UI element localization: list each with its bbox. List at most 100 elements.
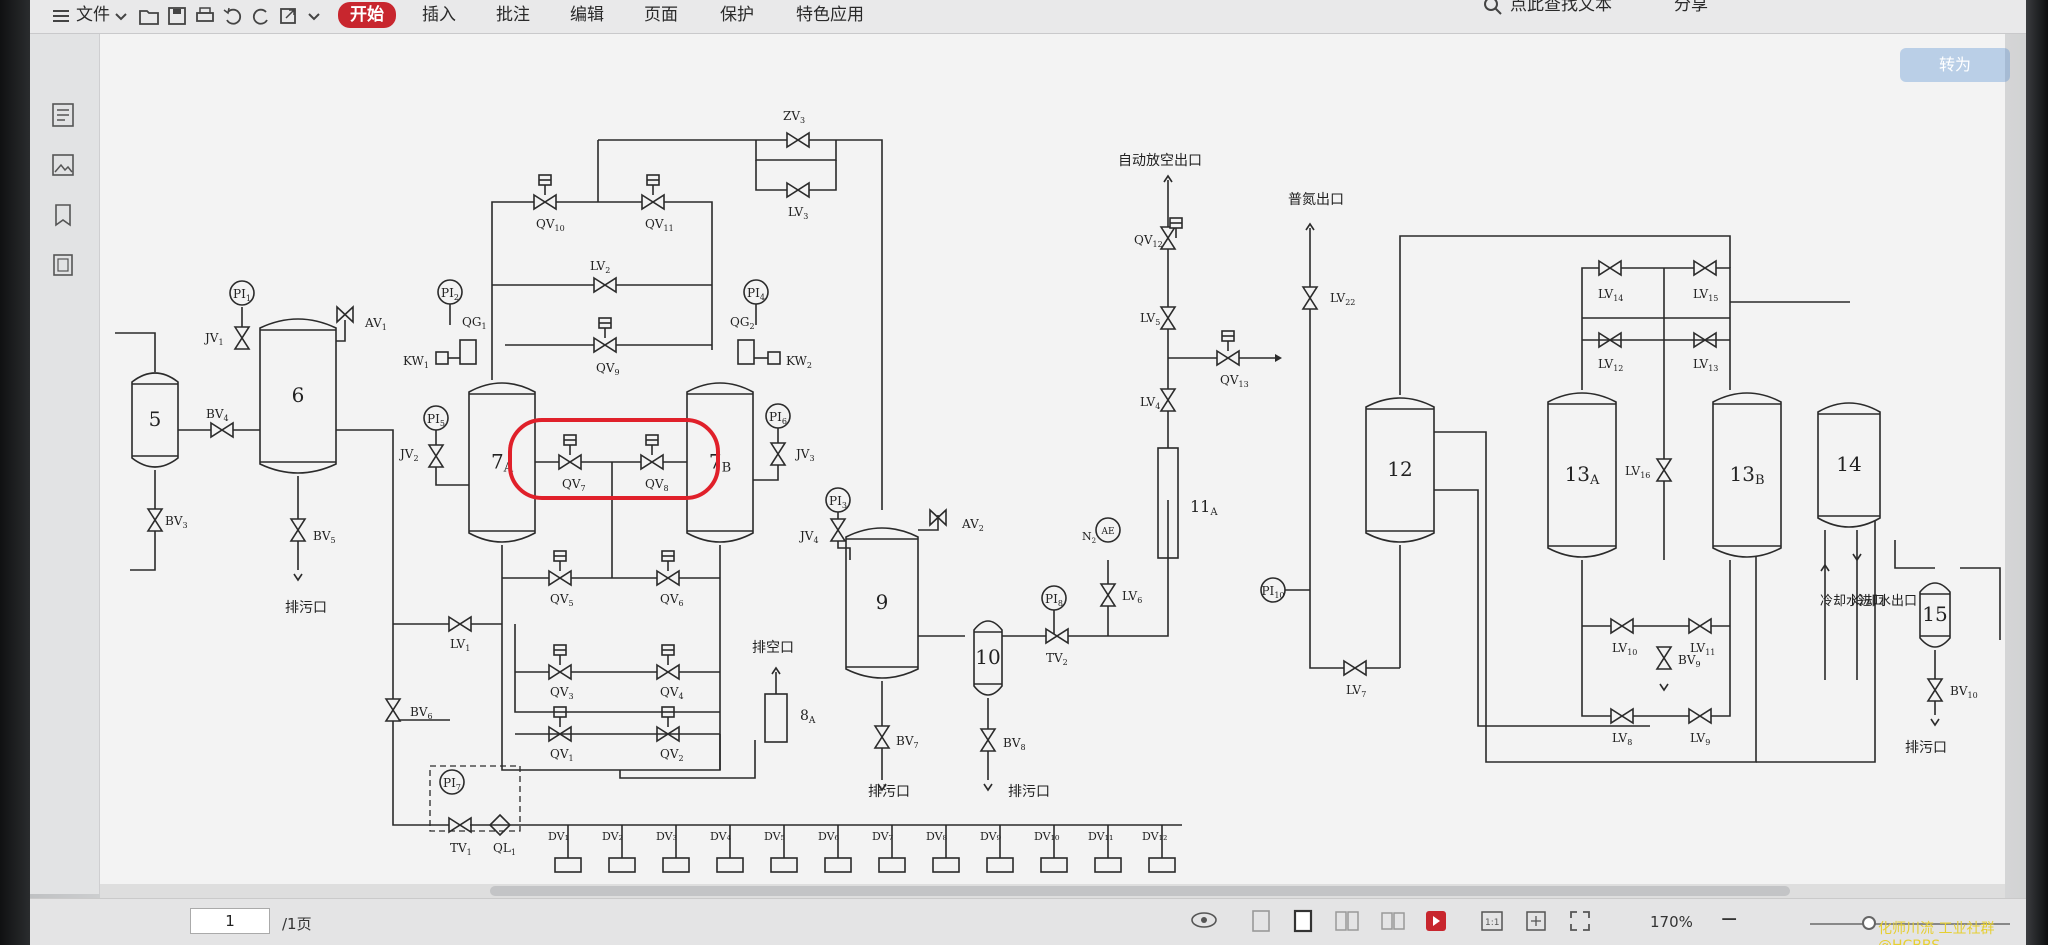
export-icon[interactable]	[278, 6, 300, 26]
valve-jv1[interactable]	[233, 326, 251, 350]
valve-bv7[interactable]	[873, 725, 891, 749]
valve-qv5[interactable]	[548, 569, 572, 587]
share-button[interactable]: 分享	[1674, 0, 1708, 15]
file-menu[interactable]: 文件	[76, 5, 110, 25]
valve-qv13[interactable]	[1216, 349, 1240, 367]
zoom-level[interactable]: 170%	[1650, 913, 1693, 931]
valve-lv11[interactable]	[1688, 617, 1712, 635]
open-folder-icon[interactable]	[138, 6, 160, 26]
drain-valve-dv8[interactable]	[932, 857, 960, 873]
drain-valve-dv10[interactable]	[1040, 857, 1068, 873]
tab-insert[interactable]: 插入	[422, 5, 456, 25]
page-number-input[interactable]: 1	[190, 908, 270, 934]
fit-width-icon[interactable]: 1:1	[1480, 909, 1504, 937]
valve-bv4[interactable]	[210, 421, 234, 439]
valve-qv12[interactable]	[1159, 226, 1177, 250]
page-view-icon[interactable]	[1292, 909, 1314, 937]
arrow-up-icon	[771, 666, 781, 675]
valve-lv3[interactable]	[786, 181, 810, 199]
valve-qv11[interactable]	[641, 193, 665, 211]
thumbnail-icon[interactable]	[50, 252, 76, 278]
valve-jv2[interactable]	[427, 444, 445, 468]
valve-qv3[interactable]	[548, 663, 572, 681]
valve-qv4[interactable]	[656, 663, 680, 681]
undo-icon[interactable]	[222, 6, 244, 26]
valve-lv4[interactable]	[1159, 388, 1177, 412]
drain-valve-dv6[interactable]	[824, 857, 852, 873]
drain-valve-dv5[interactable]	[770, 857, 798, 873]
valve-zv3[interactable]	[786, 131, 810, 149]
drain-valve-dv2[interactable]	[608, 857, 636, 873]
valve-lv22[interactable]	[1301, 286, 1319, 310]
valve-lv9[interactable]	[1688, 707, 1712, 725]
valve-lv8[interactable]	[1610, 707, 1634, 725]
more-dropdown-icon[interactable]	[306, 6, 328, 26]
valve-bv8[interactable]	[979, 728, 997, 752]
valve-bv5[interactable]	[289, 518, 307, 542]
valve-lv14[interactable]	[1598, 259, 1622, 277]
valve-lv16[interactable]	[1655, 458, 1673, 482]
valve-qv6[interactable]	[656, 569, 680, 587]
search-text[interactable]: 点此查找文本	[1510, 0, 1612, 15]
valve-lv5[interactable]	[1159, 306, 1177, 330]
drain-valve-dv12[interactable]	[1148, 857, 1176, 873]
redo-icon[interactable]	[250, 6, 272, 26]
tab-edit[interactable]: 编辑	[570, 5, 604, 25]
valve-bv9[interactable]	[1655, 646, 1673, 670]
single-page-icon[interactable]	[1250, 909, 1272, 937]
scrollbar-thumb[interactable]	[490, 886, 1790, 896]
safety-valve-av2[interactable]	[929, 508, 947, 527]
eye-icon[interactable]	[1190, 909, 1218, 935]
convert-button[interactable]: 转为	[1900, 48, 2010, 82]
valve-qv8-label: QV8	[645, 477, 669, 493]
zoom-out-icon[interactable]: −	[1720, 907, 1739, 932]
zoom-slider[interactable]	[1810, 923, 2010, 925]
valve-jv4[interactable]	[829, 518, 847, 542]
tab-annotate[interactable]: 批注	[496, 5, 530, 25]
valve-qv10[interactable]	[533, 193, 557, 211]
valve-qv7[interactable]	[558, 453, 582, 471]
valve-bv10[interactable]	[1926, 678, 1944, 702]
safety-valve-av1[interactable]	[336, 305, 354, 324]
valve-lv10[interactable]	[1610, 617, 1634, 635]
drain-valve-dv3[interactable]	[662, 857, 690, 873]
valve-lv6[interactable]	[1099, 583, 1117, 607]
drain-valve-dv11[interactable]	[1094, 857, 1122, 873]
book-view-icon[interactable]	[1380, 909, 1406, 937]
bookmark-icon[interactable]	[50, 202, 76, 228]
valve-jv3[interactable]	[769, 442, 787, 466]
valve-bv7-label: BV7	[896, 734, 919, 750]
valve-tv2[interactable]	[1045, 627, 1069, 645]
two-page-icon[interactable]	[1334, 909, 1360, 937]
vessel-12	[1365, 397, 1435, 543]
drain-valve-dv7[interactable]	[878, 857, 906, 873]
valve-qv9[interactable]	[593, 336, 617, 354]
fullscreen-icon[interactable]	[1568, 909, 1592, 937]
image-icon[interactable]	[50, 152, 76, 178]
tab-protect[interactable]: 保护	[720, 5, 754, 25]
tab-features[interactable]: 特色应用	[796, 5, 864, 25]
valve-lv1[interactable]	[448, 615, 472, 633]
print-icon[interactable]	[194, 6, 216, 26]
valve-lv7[interactable]	[1343, 659, 1367, 677]
chevron-down-icon[interactable]	[114, 6, 136, 26]
tab-page[interactable]: 页面	[644, 5, 678, 25]
fit-page-icon[interactable]	[1524, 909, 1548, 937]
valve-lv2[interactable]	[593, 276, 617, 294]
valve-lv15[interactable]	[1693, 259, 1717, 277]
valve-qv8[interactable]	[640, 453, 664, 471]
tab-start[interactable]: 开始	[338, 2, 396, 28]
save-icon[interactable]	[166, 6, 188, 26]
search-icon[interactable]	[1482, 0, 1504, 16]
drain-valve-dv1[interactable]	[554, 857, 582, 873]
valve-bv6[interactable]	[384, 698, 402, 722]
drain-valve-dv4[interactable]	[716, 857, 744, 873]
outline-icon[interactable]	[50, 102, 76, 128]
menu-icon[interactable]	[50, 6, 72, 26]
horizontal-scrollbar[interactable]	[100, 884, 2005, 898]
valve-tv1[interactable]	[448, 816, 472, 834]
valve-bv3[interactable]	[146, 508, 164, 532]
drain-valve-dv9[interactable]	[986, 857, 1014, 873]
play-icon[interactable]	[1424, 909, 1448, 937]
zoom-slider-thumb[interactable]	[1862, 916, 1876, 930]
